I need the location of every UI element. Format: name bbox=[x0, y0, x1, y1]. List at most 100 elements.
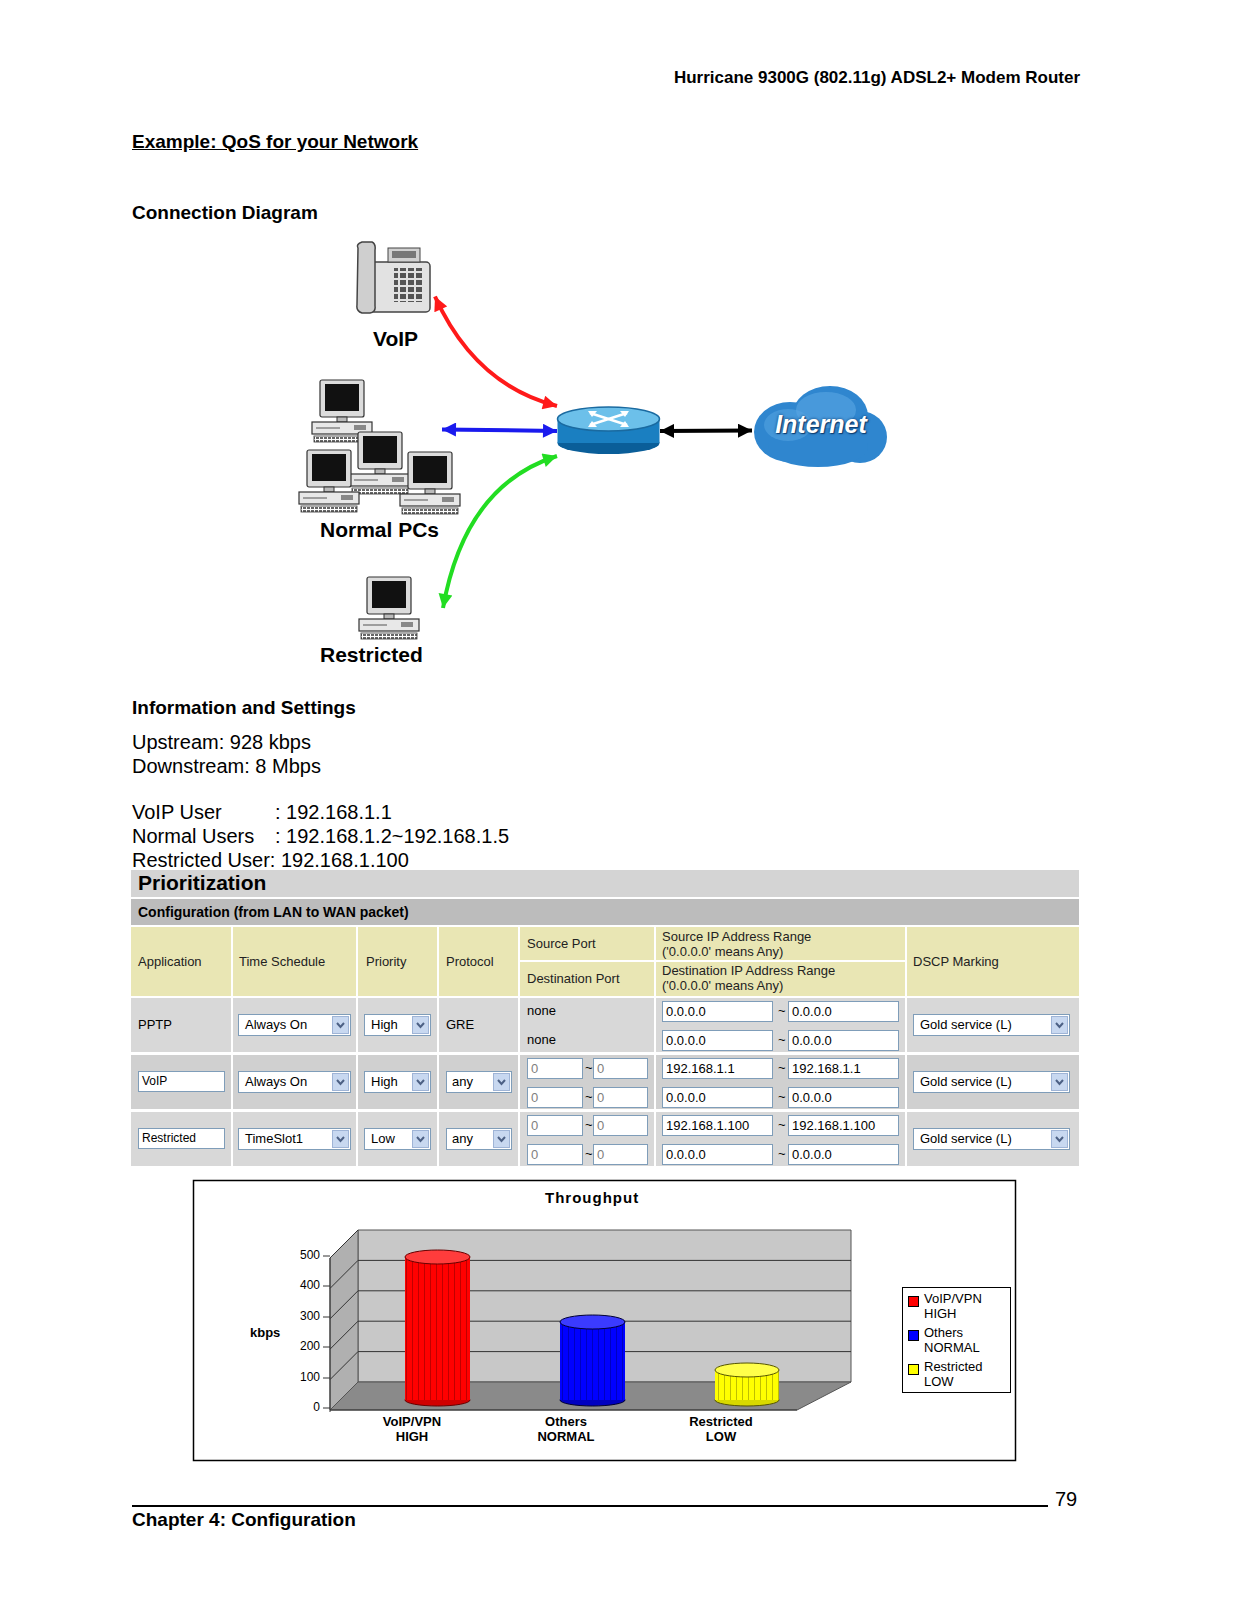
input-value: Restricted bbox=[142, 1131, 196, 1145]
port-field: 0 bbox=[531, 1118, 538, 1133]
range-tilde: ~ bbox=[778, 1060, 786, 1075]
range-tilde: ~ bbox=[778, 1117, 786, 1132]
phone-node: VoIP bbox=[350, 238, 435, 355]
dropdown-value: High bbox=[371, 1017, 398, 1032]
legend-swatch bbox=[908, 1330, 919, 1341]
cloud-node: Internet bbox=[752, 383, 890, 468]
ip-field: 192.168.1.100 bbox=[792, 1118, 875, 1133]
legend-label: Others NORMAL bbox=[924, 1325, 1008, 1355]
section-heading: Connection Diagram bbox=[132, 202, 318, 224]
port-field: 0 bbox=[597, 1061, 604, 1076]
router-node bbox=[557, 406, 660, 456]
ip-field: 0.0.0.0 bbox=[792, 1004, 832, 1019]
ip-field: 192.168.1.100 bbox=[666, 1118, 749, 1133]
table-cell: none bbox=[527, 1003, 556, 1018]
input-value: VoIP bbox=[142, 1074, 167, 1088]
axis-tick: 300 bbox=[280, 1309, 320, 1323]
range-tilde: ~ bbox=[585, 1146, 593, 1161]
connector bbox=[435, 297, 557, 407]
phone-icon bbox=[357, 242, 430, 313]
legend-swatch bbox=[908, 1296, 919, 1307]
column-header: Destination IP Address Range ('0.0.0.0' … bbox=[662, 963, 852, 993]
dropdown-value: any bbox=[452, 1131, 473, 1146]
ip-field: 192.168.1.1 bbox=[792, 1061, 861, 1076]
table-cell: none bbox=[527, 1032, 556, 1047]
ip-field: 0.0.0.0 bbox=[666, 1090, 706, 1105]
dropdown-value: any bbox=[452, 1074, 473, 1089]
port-field: 0 bbox=[597, 1147, 604, 1162]
dropdown-button bbox=[332, 1130, 349, 1148]
legend-label: VoIP/VPN HIGH bbox=[924, 1291, 1008, 1321]
axis-tick: 100 bbox=[280, 1370, 320, 1384]
restricted-node: Restricted bbox=[318, 570, 443, 670]
column-header: DSCP Marking bbox=[913, 954, 999, 969]
dropdown-button bbox=[412, 1073, 429, 1091]
axis-tick: 200 bbox=[280, 1339, 320, 1353]
ip-field: 0.0.0.0 bbox=[666, 1033, 706, 1048]
section-heading: Information and Settings bbox=[132, 697, 356, 719]
dropdown-value: Low bbox=[371, 1131, 395, 1146]
connector bbox=[442, 429, 557, 431]
axis-title: kbps bbox=[250, 1325, 280, 1340]
ip-field: 0.0.0.0 bbox=[666, 1004, 706, 1019]
running-footer: Chapter 4: Configuration bbox=[132, 1509, 356, 1531]
range-tilde: ~ bbox=[778, 1146, 786, 1161]
column-header: Priority bbox=[366, 954, 406, 969]
setting-text: Downstream: 8 Mbps bbox=[132, 755, 321, 778]
setting-text: Upstream: 928 kbps bbox=[132, 731, 311, 754]
axis-tick: 400 bbox=[280, 1278, 320, 1292]
node-label: VoIP bbox=[373, 327, 418, 351]
category-label: VoIP/VPN HIGH bbox=[369, 1414, 455, 1444]
dropdown-value: Gold service (L) bbox=[920, 1131, 1012, 1146]
axis-tick: 0 bbox=[280, 1400, 320, 1414]
ip-field: 0.0.0.0 bbox=[666, 1147, 706, 1162]
chart-title: Throughput bbox=[545, 1189, 639, 1206]
port-field: 0 bbox=[597, 1118, 604, 1133]
dropdown-button bbox=[332, 1016, 349, 1034]
axis-tick: 500 bbox=[280, 1248, 320, 1262]
port-field: 0 bbox=[531, 1147, 538, 1162]
connector bbox=[443, 456, 557, 608]
panel-title: Prioritization bbox=[138, 871, 266, 895]
port-field: 0 bbox=[531, 1061, 538, 1076]
dropdown-value: High bbox=[371, 1074, 398, 1089]
dropdown-button bbox=[493, 1130, 510, 1148]
legend-label: Restricted LOW bbox=[924, 1359, 1008, 1389]
category-label: Others NORMAL bbox=[523, 1414, 609, 1444]
setting-text: : 192.168.1.2~192.168.1.5 bbox=[275, 825, 509, 848]
pc-group-node: Normal PCs bbox=[298, 375, 442, 545]
dropdown-value: Gold service (L) bbox=[920, 1017, 1012, 1032]
ip-field: 0.0.0.0 bbox=[792, 1090, 832, 1105]
legend-swatch bbox=[908, 1364, 919, 1375]
port-field: 0 bbox=[531, 1090, 538, 1105]
dropdown-value: TimeSlot1 bbox=[245, 1131, 303, 1146]
column-header: Time Schedule bbox=[239, 954, 325, 969]
range-tilde: ~ bbox=[585, 1060, 593, 1075]
column-header: Source IP Address Range ('0.0.0.0' means… bbox=[662, 929, 852, 959]
range-tilde: ~ bbox=[778, 1032, 786, 1047]
page-number: 79 bbox=[1055, 1488, 1077, 1511]
dropdown-value: Gold service (L) bbox=[920, 1074, 1012, 1089]
port-field: 0 bbox=[597, 1090, 604, 1105]
ip-field: 192.168.1.1 bbox=[666, 1061, 735, 1076]
node-label: Normal PCs bbox=[320, 518, 439, 542]
setting-text: Normal Users bbox=[132, 825, 254, 848]
table-cell: GRE bbox=[446, 1017, 474, 1032]
column-header: Protocol bbox=[446, 954, 494, 969]
setting-text: VoIP User bbox=[132, 801, 222, 824]
range-tilde: ~ bbox=[585, 1117, 593, 1132]
node-label: Internet bbox=[752, 410, 890, 439]
settings-table bbox=[131, 870, 1079, 1166]
node-label: Restricted bbox=[320, 643, 423, 667]
dropdown-button bbox=[493, 1073, 510, 1091]
ip-field: 0.0.0.0 bbox=[792, 1147, 832, 1162]
connector bbox=[660, 429, 752, 433]
dropdown-button bbox=[412, 1016, 429, 1034]
dropdown-button bbox=[412, 1130, 429, 1148]
dropdown-button bbox=[332, 1073, 349, 1091]
table-cell: PPTP bbox=[138, 1017, 172, 1032]
panel-subtitle: Configuration (from LAN to WAN packet) bbox=[138, 904, 409, 920]
dropdown-value: Always On bbox=[245, 1074, 307, 1089]
